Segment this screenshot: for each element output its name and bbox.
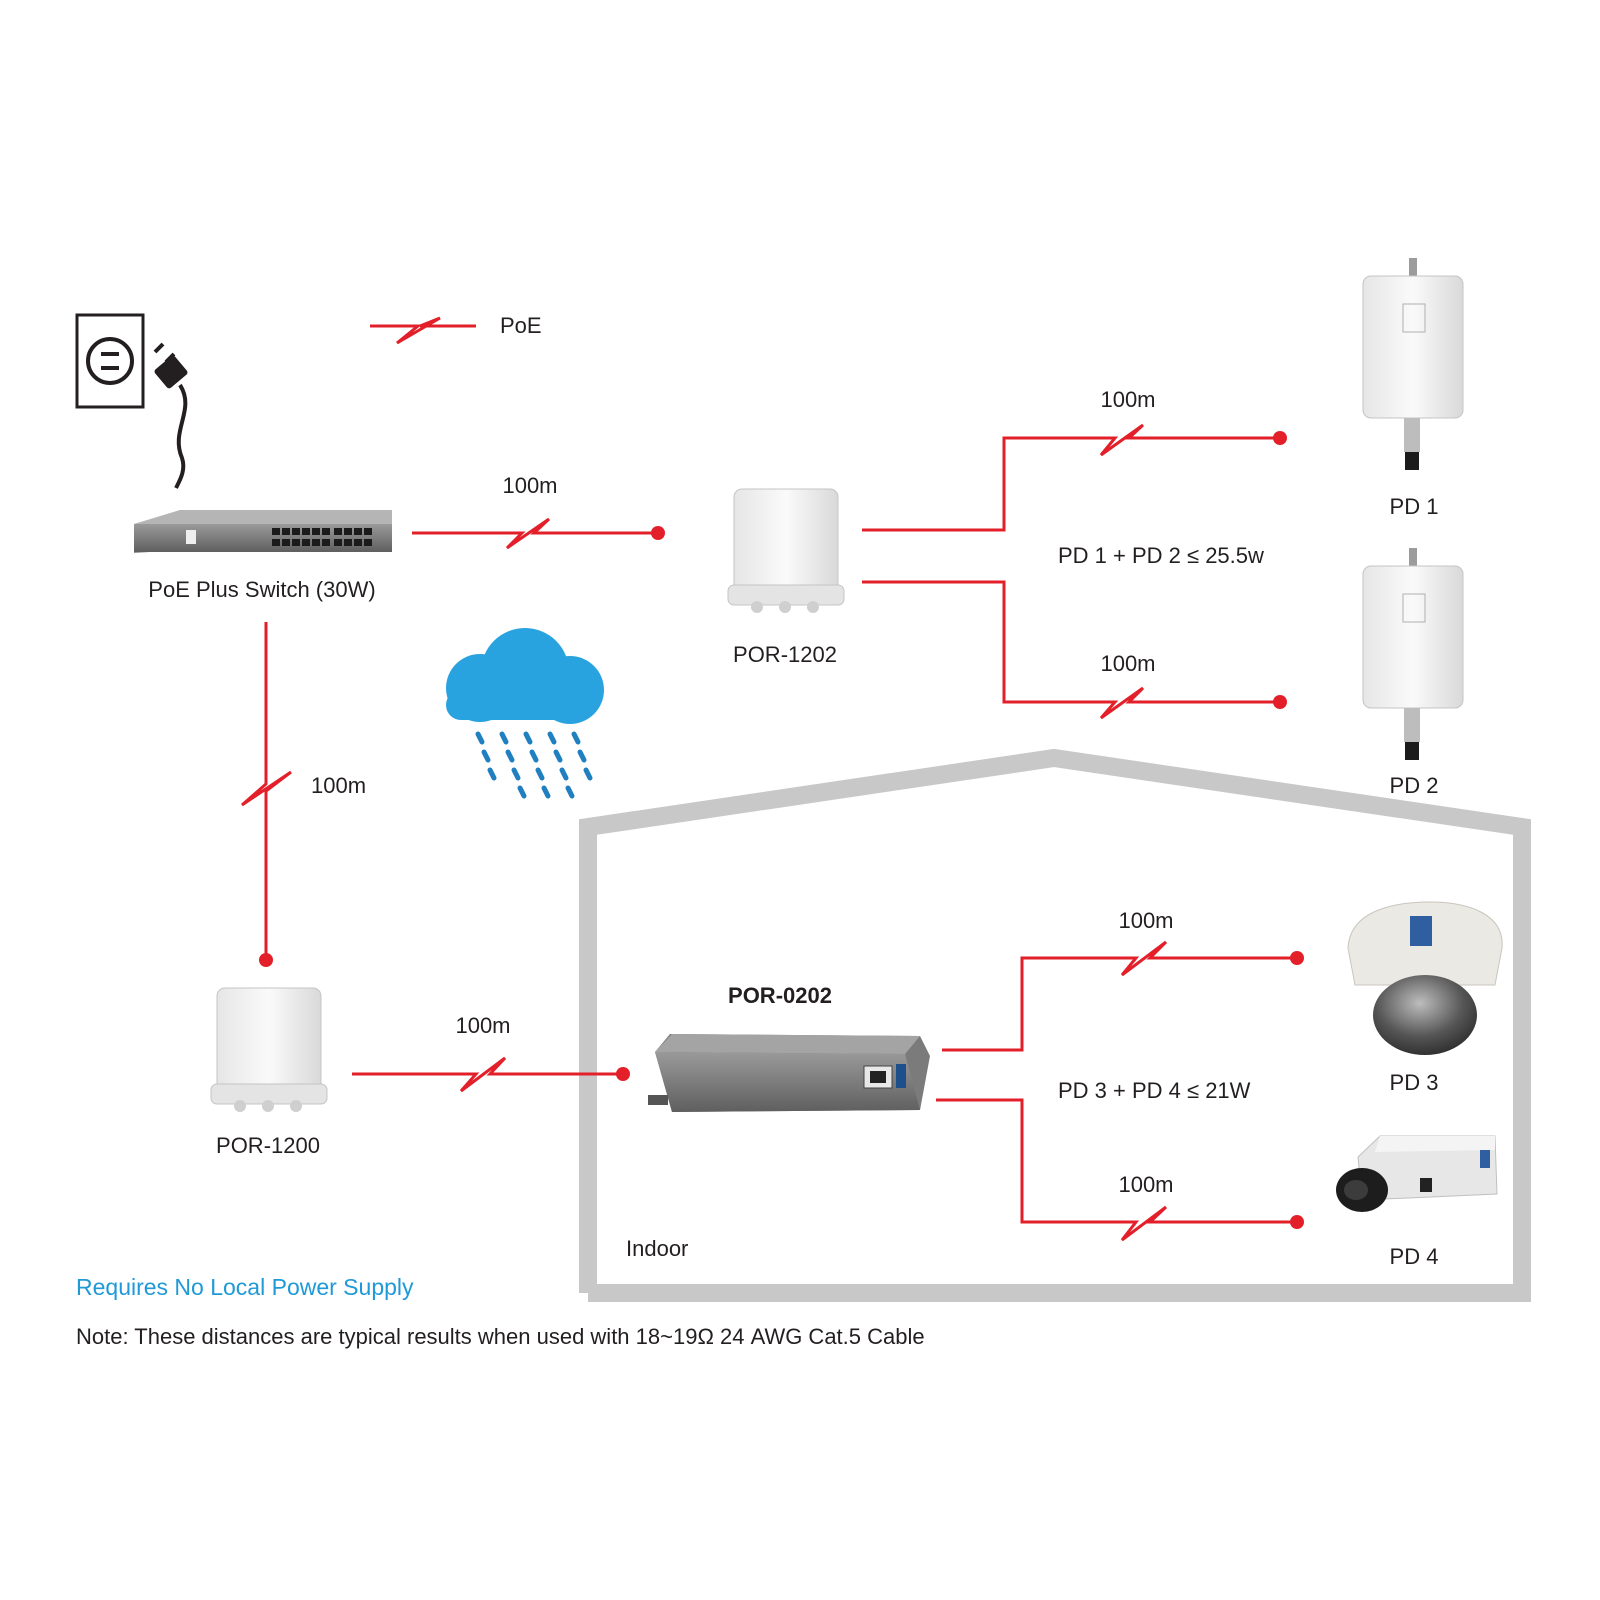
por1202-device-icon bbox=[727, 488, 845, 613]
endpoint-dot bbox=[1290, 1215, 1304, 1229]
endpoint-dot bbox=[1290, 951, 1304, 965]
indoor-building-outline bbox=[579, 748, 1531, 1302]
endpoint-dot bbox=[1273, 695, 1287, 709]
link-por1202-pd2 bbox=[862, 580, 1280, 720]
switch-label: PoE Plus Switch (30W) bbox=[148, 577, 376, 602]
plug-icon bbox=[153, 342, 188, 489]
endpoint-dot bbox=[651, 526, 665, 540]
pd2-label: PD 2 bbox=[1389, 773, 1439, 798]
cloud-icon bbox=[446, 628, 604, 724]
pd4-box-camera-icon bbox=[1336, 1135, 1498, 1212]
link-por0202-pd4 bbox=[936, 1098, 1297, 1242]
pd1-access-point-icon bbox=[1362, 258, 1464, 470]
por1202-label: POR-1202 bbox=[733, 642, 837, 667]
power-budget-pd3-pd4: PD 3 + PD 4 ≤ 21W bbox=[1058, 1078, 1251, 1103]
endpoint-dot bbox=[259, 953, 273, 967]
rain-icon bbox=[475, 731, 593, 799]
indoor-label: Indoor bbox=[626, 1236, 689, 1261]
pd1-label: PD 1 bbox=[1389, 494, 1439, 519]
link-por1200-por0202 bbox=[352, 1056, 623, 1093]
distance-label: 100m bbox=[1100, 387, 1156, 412]
power-outlet-icon bbox=[75, 313, 145, 409]
endpoint-dot bbox=[616, 1067, 630, 1081]
link-por0202-pd3 bbox=[942, 940, 1297, 1052]
pd3-dome-camera-icon bbox=[1347, 901, 1503, 1055]
pd4-label: PD 4 bbox=[1389, 1244, 1439, 1269]
no-local-power-note: Requires No Local Power Supply bbox=[76, 1274, 414, 1300]
por0202-label: POR-0202 bbox=[728, 983, 832, 1008]
link-switch-por1202 bbox=[412, 517, 658, 550]
distance-label: 100m bbox=[455, 1013, 511, 1038]
por1200-device-icon bbox=[210, 987, 328, 1112]
pd2-access-point-icon bbox=[1362, 548, 1464, 760]
power-budget-pd1-pd2: PD 1 + PD 2 ≤ 25.5w bbox=[1058, 543, 1264, 568]
distance-label: 100m bbox=[1118, 1172, 1174, 1197]
distance-label: 100m bbox=[1118, 908, 1174, 933]
link-switch-por1200 bbox=[241, 622, 292, 960]
por1200-label: POR-1200 bbox=[216, 1133, 320, 1158]
distance-label: 100m bbox=[502, 473, 558, 498]
cable-distance-note: Note: These distances are typical result… bbox=[76, 1324, 925, 1349]
link-por1202-pd1 bbox=[862, 423, 1280, 532]
distance-label: 100m bbox=[311, 773, 367, 798]
legend-poe-label: PoE bbox=[500, 313, 542, 338]
distance-label: 100m bbox=[1100, 651, 1156, 676]
legend-poe-line bbox=[370, 316, 476, 345]
poe-switch-icon bbox=[134, 510, 392, 553]
por0202-device-icon bbox=[648, 1034, 930, 1112]
pd3-label: PD 3 bbox=[1389, 1070, 1439, 1095]
endpoint-dot bbox=[1273, 431, 1287, 445]
